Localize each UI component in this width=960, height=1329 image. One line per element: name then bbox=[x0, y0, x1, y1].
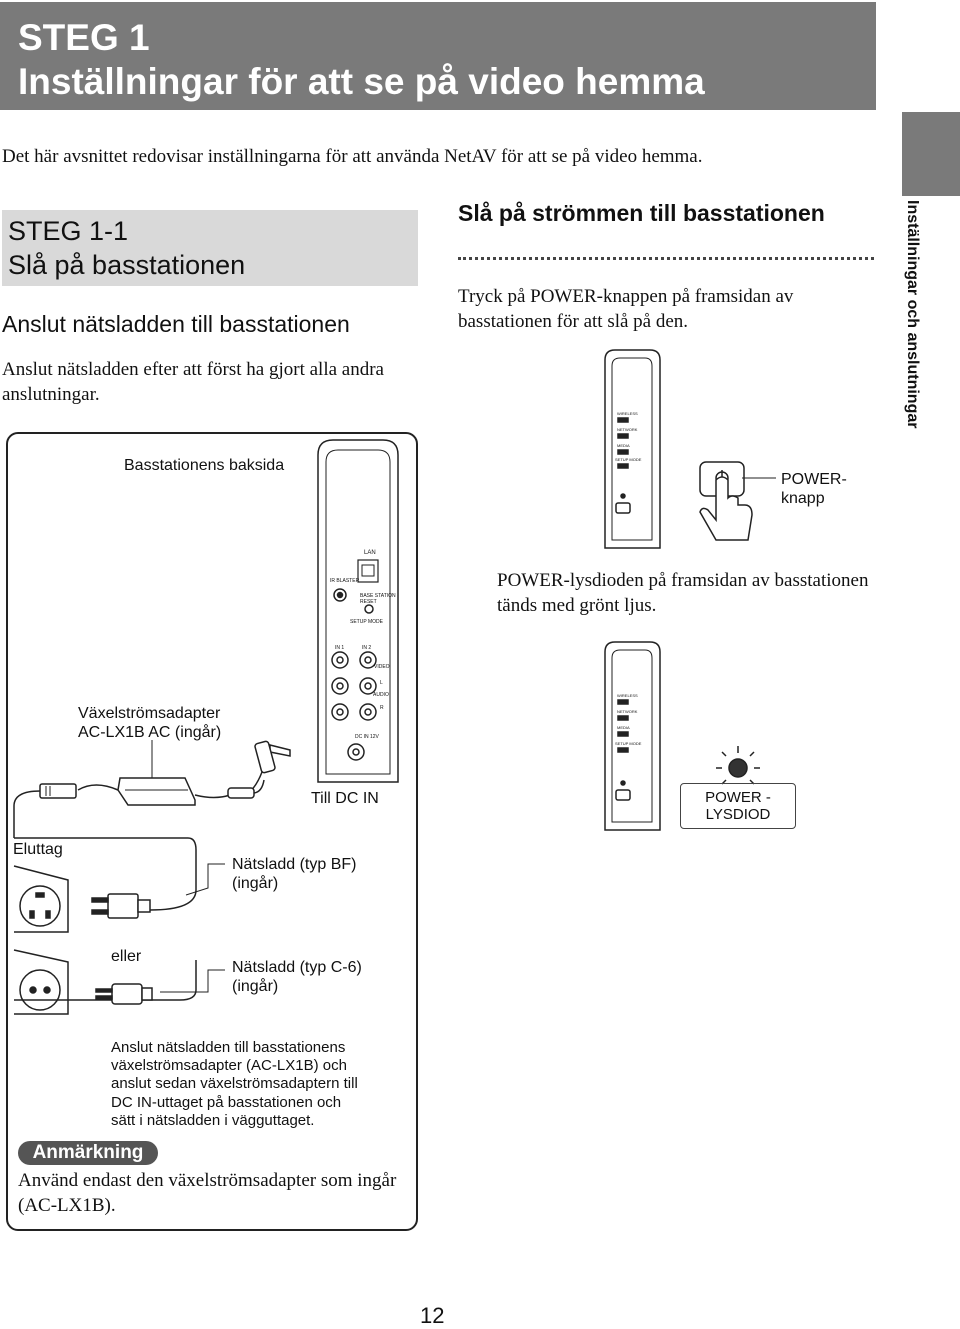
power-led-text: POWER-lysdioden på framsidan av basstati… bbox=[497, 570, 869, 616]
outlet-bf-illustration bbox=[13, 865, 69, 933]
dotted-divider bbox=[458, 257, 874, 260]
connect-heading: Anslut nätsladden till basstationen bbox=[2, 311, 350, 337]
outlet-label: Eluttag bbox=[13, 841, 63, 858]
power-on-heading: Slå på strömmen till basstationen bbox=[458, 200, 825, 226]
instruction-line: DC IN-uttaget på basstationen och bbox=[111, 1094, 342, 1111]
front-label-wireless-2: WIRELESS bbox=[617, 693, 638, 698]
header-step: STEG 1 bbox=[18, 17, 150, 58]
power-on-text: Tryck på POWER-knappen på framsidan av b… bbox=[458, 286, 794, 332]
front-label-network-2: NETWORK bbox=[617, 709, 638, 714]
front-label-setup-mode-2: SETUP MODE bbox=[615, 741, 642, 746]
side-tab-label: Inställningar och anslutningar bbox=[904, 200, 921, 429]
rear-label-reset-1: BASE STATION bbox=[360, 593, 396, 599]
power-button-label-1: POWER- bbox=[781, 471, 847, 488]
rear-caption: Basstationens baksida bbox=[124, 457, 285, 474]
cord-bf-label-1: Nätsladd (typ BF) bbox=[232, 856, 357, 873]
plug-c6-illustration bbox=[95, 983, 153, 1005]
side-tab-marker bbox=[902, 112, 960, 196]
dc-in-label: Till DC IN bbox=[311, 790, 379, 807]
connection-diagram-box bbox=[6, 432, 418, 1231]
rear-label-audio: AUDIO bbox=[373, 692, 389, 698]
plug-bf-illustration bbox=[91, 893, 151, 919]
ac-adapter-illustration bbox=[39, 740, 265, 806]
rear-label-r: R bbox=[380, 705, 384, 711]
power-button-label-2: knapp bbox=[781, 490, 825, 507]
note-text: Använd endast den växelströmsadapter som… bbox=[18, 1170, 397, 1216]
power-led-label-2: LYSDIOD bbox=[705, 806, 771, 823]
page-number: 12 bbox=[420, 1303, 445, 1328]
cord-bf-label-2: (ingår) bbox=[232, 875, 279, 892]
or-label: eller bbox=[111, 948, 142, 965]
power-led-callout: POWER - LYSDIOD bbox=[680, 783, 796, 829]
cord-c6-label-2: (ingår) bbox=[232, 978, 279, 995]
header-title: Inställningar för att se på video hemma bbox=[18, 61, 705, 102]
instruction-line: anslut sedan växelströmsadaptern till bbox=[111, 1075, 358, 1092]
step-title: Slå på basstationen bbox=[8, 250, 246, 280]
rear-label-in1: IN 1 bbox=[335, 645, 345, 651]
step-heading-box: STEG 1-1 Slå på basstationen bbox=[2, 210, 418, 286]
rear-label-setup-mode: SETUP MODE bbox=[350, 619, 383, 625]
outlet-c6-illustration bbox=[13, 949, 69, 1015]
instruction-line: sätt i nätsladden i vägguttaget. bbox=[111, 1112, 315, 1129]
front-label-media: MEDIA bbox=[617, 443, 630, 448]
note-badge: Anmärkning bbox=[18, 1141, 158, 1165]
power-cord-lines bbox=[13, 790, 197, 1001]
rear-label-ir-blaster: IR BLASTER bbox=[330, 578, 360, 584]
rear-label-reset-2: RESET bbox=[360, 599, 377, 605]
adapter-label-1: Växelströmsadapter bbox=[78, 705, 221, 722]
instruction-line: Anslut nätsladden till basstationens bbox=[111, 1039, 346, 1056]
rear-label-in2: IN 2 bbox=[362, 645, 372, 651]
base-station-front-top bbox=[604, 349, 661, 549]
front-label-setup-mode: SETUP MODE bbox=[615, 457, 642, 462]
section-header: STEG 1 Inställningar för att se på video… bbox=[0, 2, 876, 110]
adapter-label-2: AC-LX1B AC (ingår) bbox=[78, 724, 222, 741]
base-station-rear-illustration bbox=[317, 439, 399, 783]
front-label-wireless: WIRELESS bbox=[617, 411, 638, 416]
rear-label-lan: LAN bbox=[364, 550, 376, 556]
power-led-label-1: POWER - bbox=[705, 789, 771, 806]
power-led-glow bbox=[716, 746, 760, 785]
intro-text: Det här avsnittet redovisar inställninga… bbox=[2, 146, 703, 167]
power-button-callout bbox=[699, 461, 776, 541]
cord-c6-label-1: Nätsladd (typ C-6) bbox=[232, 959, 362, 976]
instruction-line: växelströmsadapter (AC-LX1B) och bbox=[111, 1057, 347, 1074]
front-label-network: NETWORK bbox=[617, 427, 638, 432]
connect-text: Anslut nätsladden efter att först ha gjo… bbox=[2, 359, 384, 405]
rear-label-l: L bbox=[380, 680, 383, 686]
front-label-media-2: MEDIA bbox=[617, 725, 630, 730]
rear-label-video: VIDEO bbox=[374, 664, 390, 670]
base-station-front-bottom bbox=[604, 641, 661, 831]
rear-label-dc-in: DC IN 12V bbox=[355, 734, 379, 740]
dc-plug-illustration bbox=[244, 740, 291, 796]
step-number: STEG 1-1 bbox=[8, 216, 129, 246]
